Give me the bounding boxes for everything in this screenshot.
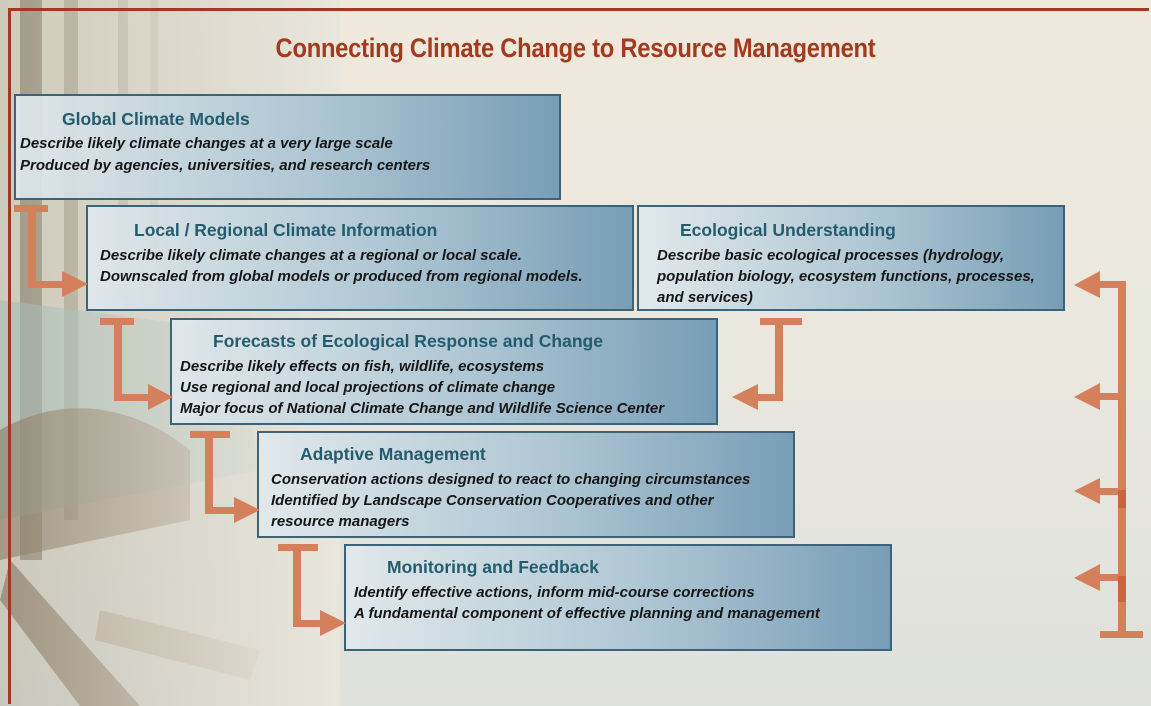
ecological-understanding-line-2: population biology, ecosystem functions,… <box>657 268 1035 285</box>
ecological-understanding-box: Ecological Understanding Describe basic … <box>637 205 1065 311</box>
arrow-local-to-forecasts <box>100 318 173 410</box>
local-regional-climate-box: Local / Regional Climate Information Des… <box>86 205 634 311</box>
feedback-loop-arrows <box>1074 271 1143 638</box>
adaptive-management-line-1: Conservation actions designed to react t… <box>271 471 751 488</box>
monitoring-feedback-heading: Monitoring and Feedback <box>387 557 599 577</box>
adaptive-management-heading: Adaptive Management <box>300 444 486 464</box>
local-regional-climate-heading: Local / Regional Climate Information <box>134 220 438 240</box>
monitoring-feedback-line-2: A fundamental component of effective pla… <box>354 605 820 622</box>
forecasts-ecological-response-box: Forecasts of Ecological Response and Cha… <box>170 318 718 425</box>
arrow-ecological-to-forecasts <box>732 318 802 410</box>
monitoring-feedback-line-1: Identify effective actions, inform mid-c… <box>354 584 755 601</box>
forecasts-ecological-response-heading: Forecasts of Ecological Response and Cha… <box>213 331 603 351</box>
forecasts-ecological-response-line-2: Use regional and local projections of cl… <box>180 379 556 396</box>
forecasts-ecological-response-line-1: Describe likely effects on fish, wildlif… <box>180 358 545 375</box>
global-climate-models-line-2: Produced by agencies, universities, and … <box>20 157 431 174</box>
page-title: Connecting Climate Change to Resource Ma… <box>275 33 876 63</box>
arrow-forecasts-to-adaptive <box>190 431 260 523</box>
global-climate-models-box: Global Climate Models Describe likely cl… <box>14 94 561 200</box>
global-climate-models-line-1: Describe likely climate changes at a ver… <box>20 135 393 152</box>
forecasts-ecological-response-line-3: Major focus of National Climate Change a… <box>180 400 665 417</box>
arrow-adaptive-to-monitoring <box>278 544 346 636</box>
local-regional-climate-line-2: Downscaled from global models or produce… <box>100 268 583 285</box>
frame-border <box>8 8 1149 704</box>
adaptive-management-line-2: Identified by Landscape Conservation Coo… <box>271 492 714 509</box>
monitoring-feedback-box: Monitoring and Feedback Identify effecti… <box>344 544 892 651</box>
adaptive-management-box: Adaptive Management Conservation actions… <box>257 431 795 538</box>
local-regional-climate-line-1: Describe likely climate changes at a reg… <box>100 247 522 264</box>
ecological-understanding-line-1: Describe basic ecological processes (hyd… <box>657 247 1005 264</box>
adaptive-management-line-3: resource managers <box>271 513 410 530</box>
global-climate-models-heading: Global Climate Models <box>62 109 250 129</box>
ecological-understanding-heading: Ecological Understanding <box>680 220 896 240</box>
arrow-global-to-local <box>14 205 88 297</box>
ecological-understanding-line-3: and services) <box>657 289 753 306</box>
